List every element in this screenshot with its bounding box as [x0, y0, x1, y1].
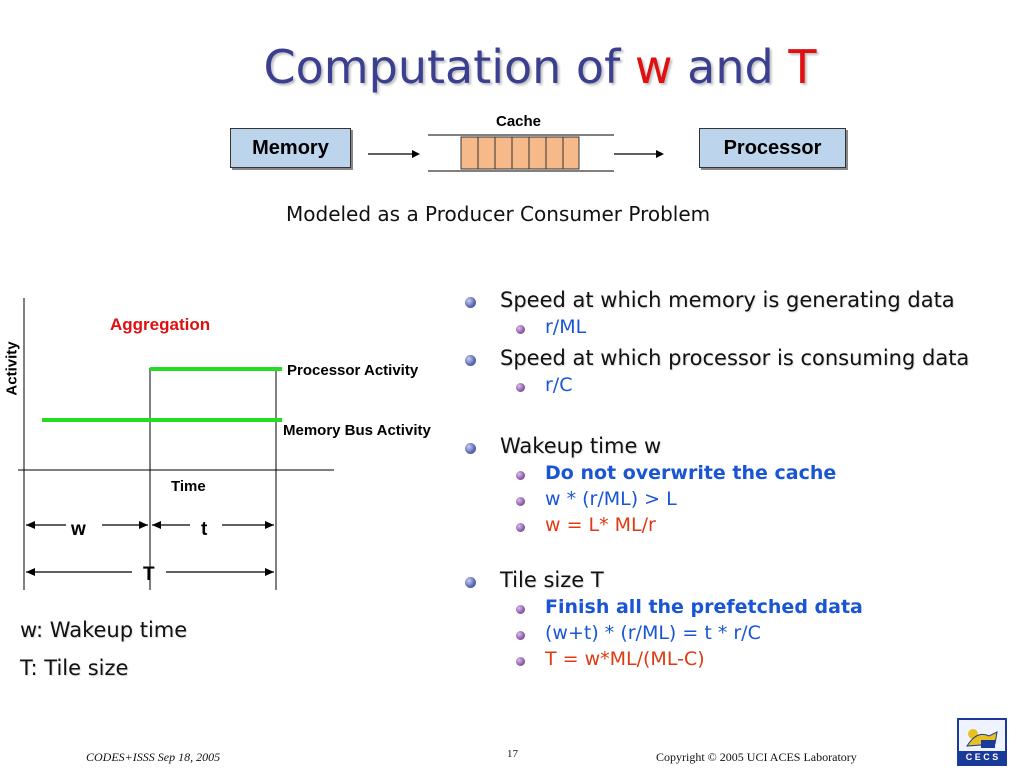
sub-bullet-finish-prefetched: Finish all the prefetched data — [462, 596, 1022, 622]
sub-bullet-r-ml: r/ML — [462, 316, 1022, 346]
sub-bullet-w-inequality: w * (r/ML) > L — [462, 488, 1022, 514]
title-w: w — [634, 40, 673, 94]
T-definition: T: Tile size — [20, 656, 129, 680]
slide-title: Computation of w and T — [0, 40, 1024, 94]
processor-box: Processor — [699, 128, 846, 168]
memory-bus-activity-label: Memory Bus Activity — [283, 422, 431, 439]
sub-bullet-r-c: r/C — [462, 374, 1022, 434]
cache-label: Cache — [496, 113, 542, 130]
cache-buffer — [460, 136, 580, 170]
logo-text: C E C S — [959, 751, 1005, 764]
diagram-subtitle: Modeled as a Producer Consumer Problem — [286, 202, 711, 226]
sub-bullet-wt-equation: (w+t) * (r/ML) = t * r/C — [462, 622, 1022, 648]
title-T: T — [788, 40, 817, 94]
processor-activity-label: Processor Activity — [287, 362, 419, 379]
processor-label: Processor — [723, 137, 822, 159]
memory-label: Memory — [252, 137, 329, 159]
sub-bullet-T-formula: T = w*ML/(ML-C) — [462, 648, 1022, 674]
t-label: t — [201, 519, 208, 540]
sub-bullet-no-overwrite: Do not overwrite the cache — [462, 462, 1022, 488]
footer-page-number: 17 — [507, 748, 518, 760]
T-label: T — [143, 564, 155, 585]
bullet-tile-size: Tile size T — [462, 568, 1022, 596]
bullet-list: Speed at which memory is generating data… — [462, 288, 1022, 674]
w-definition: w: Wakeup time — [20, 618, 188, 642]
y-axis-label: Activity — [3, 341, 21, 396]
logo-figure-icon — [966, 729, 998, 748]
bullet-processor-speed: Speed at which processor is consuming da… — [462, 346, 1022, 374]
title-part1: Computation of — [263, 40, 635, 94]
time-label: Time — [171, 478, 206, 495]
cache-diagram — [368, 134, 664, 172]
title-part2: and — [672, 40, 789, 94]
sub-bullet-w-formula: w = L* ML/r — [462, 514, 1022, 568]
cecs-logo: C E C S — [957, 718, 1007, 766]
bullet-memory-speed: Speed at which memory is generating data — [462, 288, 1022, 316]
w-label: w — [71, 519, 86, 540]
footer-copyright: Copyright © 2005 UCI ACES Laboratory — [656, 750, 857, 764]
aggregation-label: Aggregation — [110, 315, 211, 334]
footer-conference: CODES+ISSS Sep 18, 2005 — [86, 750, 221, 764]
timing-diagram — [18, 298, 334, 590]
bullet-wakeup-time: Wakeup time w — [462, 434, 1022, 462]
memory-box: Memory — [230, 128, 351, 168]
